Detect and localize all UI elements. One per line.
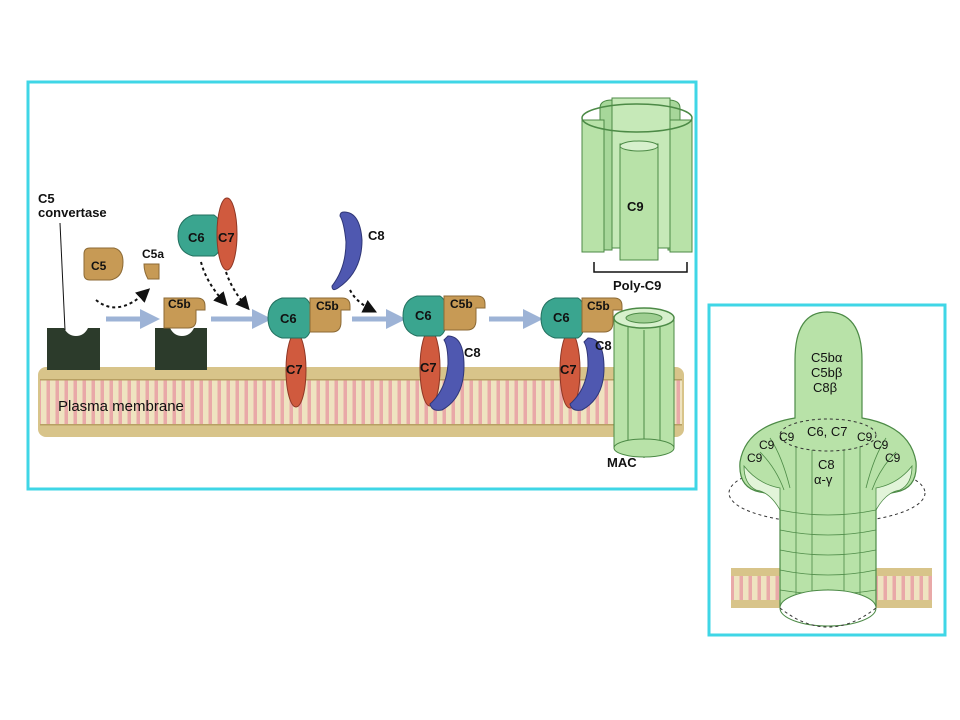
complex2-c6-label: C6: [415, 308, 432, 323]
inset-membrane: [731, 568, 932, 608]
inset-c9-label-2: C9: [759, 438, 775, 452]
complex1-c6-label: C6: [280, 311, 297, 326]
inset-c9-label-3: C9: [747, 451, 763, 465]
c5-convertase-label-line1: C5: [38, 191, 55, 206]
inset-panel: C5bα C5bβ C8β C6, C7 C9 C9 C9 C9 C9 C9 C…: [707, 303, 947, 637]
inset-c9-label-5: C9: [873, 438, 889, 452]
complex2-c8-shape: [429, 335, 465, 411]
poly-c9-slat-right: [669, 119, 693, 253]
complex1-c5b-label: C5b: [316, 299, 339, 313]
c5-convertase-2: [155, 328, 207, 370]
c5-to-c5a-arrow: [95, 288, 151, 309]
c5-convertase-label-line2: convertase: [38, 205, 107, 220]
mac-cylinder-bottom: [613, 438, 675, 458]
c5a-shape: [143, 263, 160, 280]
poly-c9-structure: C9: [581, 97, 693, 261]
complex3-c7-label: C7: [560, 362, 577, 377]
inset-pore-hole: [779, 589, 877, 627]
c5b-label-1: C5b: [168, 297, 191, 311]
mac-cylinder-hole: [625, 312, 663, 324]
inset-c5b-beta-label: C5bβ: [811, 365, 842, 380]
inset-c5b-alpha-label: C5bα: [811, 350, 843, 365]
free-c7-shape: [216, 197, 238, 271]
c5-convertase-leader: [59, 222, 66, 331]
complex3-c5b-label: C5b: [587, 299, 610, 313]
complex3-c8-shape: [569, 337, 605, 411]
c8-arrow: [349, 289, 378, 313]
complex-c5b67: C6 C5b C7: [267, 297, 351, 408]
complex2-c8-label: C8: [464, 345, 481, 360]
poly-c9-slat-left: [581, 119, 605, 253]
complex-c5b678: C6 C5b C7 C8: [402, 295, 486, 411]
inset-left-lobe: [743, 464, 781, 512]
inset-c8-beta-label: C8β: [813, 380, 837, 395]
inset-c6-c7-label: C6, C7: [807, 424, 847, 439]
inset-dashed-inner-ring: [779, 418, 877, 452]
inset-segment-lines: [759, 437, 897, 604]
c6-arrow-right: [225, 271, 250, 311]
c5-convertase-1: [47, 328, 100, 370]
complex2-c5b-shape: [443, 295, 486, 331]
poly-c9-slat-front-top: [619, 140, 659, 152]
inset-c9-label-6: C9: [885, 451, 901, 465]
inset-c8-label: C8: [818, 457, 835, 472]
complex2-c5b-label: C5b: [450, 297, 473, 311]
mac-complex: C6 C5b C7 C8: [540, 297, 675, 458]
free-c6-c7: C6 C7: [177, 197, 238, 271]
inset-pore-hole-dash: [779, 607, 877, 628]
mac-label: MAC: [607, 455, 637, 470]
complex3-c5b-shape: [581, 297, 623, 333]
poly-c9-slat-front: [619, 143, 659, 261]
inset-right-lobe: [875, 464, 913, 512]
inset-c9-label-1: C9: [779, 430, 795, 444]
complex1-c7-label: C7: [286, 362, 303, 377]
inset-dashed-outer-ring: [728, 462, 926, 524]
c5-label: C5: [91, 259, 107, 273]
free-c6-label: C6: [188, 230, 205, 245]
c9-label: C9: [627, 199, 644, 214]
plasma-membrane-label: Plasma membrane: [58, 398, 184, 415]
c5b-shape-1: [163, 297, 206, 329]
free-c7-label: C7: [218, 230, 235, 245]
inset-alpha-gamma-label: α-γ: [814, 472, 833, 487]
inset-c9-label-4: C9: [857, 430, 873, 444]
c5a-label: C5a: [142, 247, 164, 261]
c6-arrow-left: [200, 261, 228, 307]
complex1-c5b-shape: [309, 297, 351, 333]
free-c8-label: C8: [368, 228, 385, 243]
free-c8-shape: [331, 211, 363, 291]
complex3-c8-label: C8: [595, 338, 612, 353]
c5-shape: [83, 247, 124, 281]
poly-c9-label: Poly-C9: [613, 278, 661, 293]
poly-c9-bracket: [593, 262, 688, 273]
complex3-c6-label: C6: [553, 310, 570, 325]
main-panel: Plasma membrane C5 convertase C5 C5a C5b: [26, 80, 698, 491]
complex2-c7-label: C7: [420, 360, 437, 375]
poly-c9-top-rim: [581, 103, 693, 133]
